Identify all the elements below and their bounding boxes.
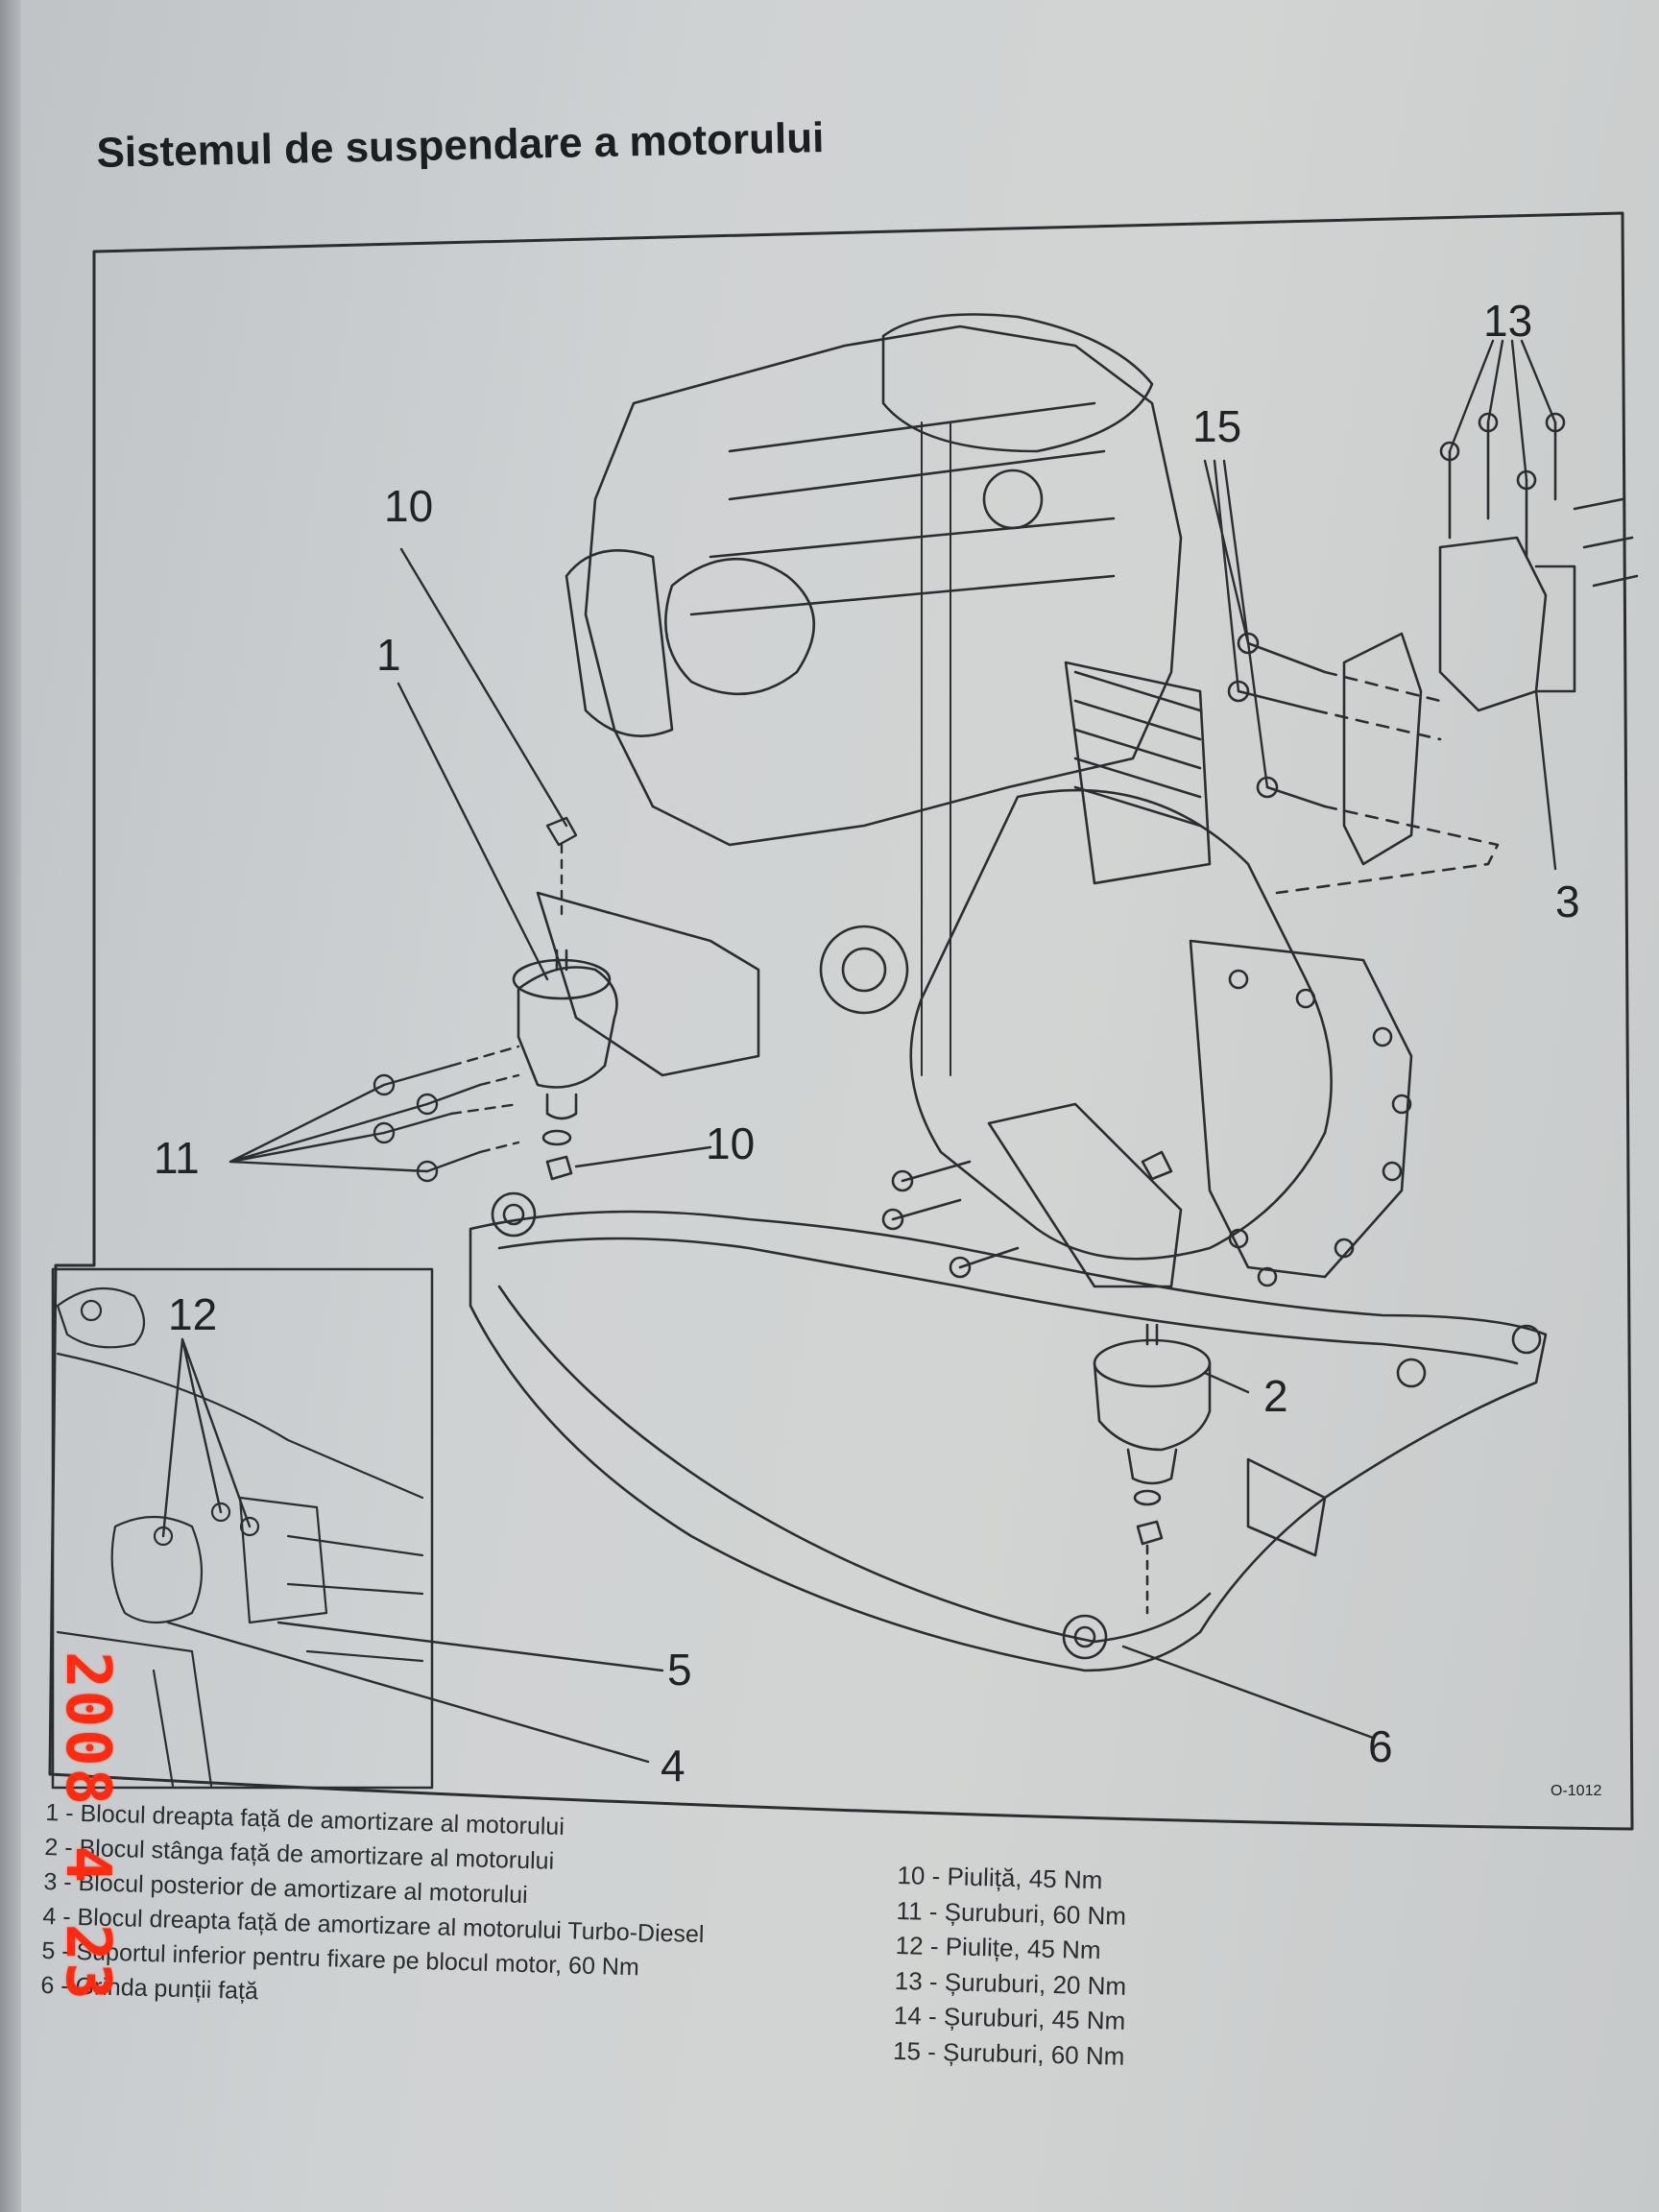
mount-1-drawing: [512, 891, 760, 1181]
mount-2-drawing: [881, 1102, 1212, 1615]
callout-15: 15: [1192, 401, 1241, 451]
camera-date-stamp: 2008 4 23: [52, 1651, 123, 2002]
nut-10-upper-drawing: [545, 816, 578, 924]
leader-lines: [161, 339, 1557, 1764]
inset-drawing: [56, 1286, 424, 1788]
legend-item-4-extra: Turbo-Diesel: [566, 1917, 705, 1949]
callout-10-upper: 10: [384, 481, 433, 531]
callout-3: 3: [1555, 877, 1580, 926]
figure-frame: [48, 211, 1634, 1831]
engine-block-drawing: [565, 313, 1413, 1287]
callout-4: 4: [661, 1741, 685, 1791]
callout-13: 13: [1483, 296, 1532, 346]
page-gutter: [0, 0, 21, 2212]
callout-1: 1: [376, 630, 401, 680]
inset-frame: [51, 1267, 434, 1790]
callout-11: 11: [154, 1133, 200, 1183]
callout-5: 5: [667, 1645, 692, 1695]
callout-12: 12: [168, 1289, 217, 1339]
callout-2: 2: [1263, 1371, 1288, 1421]
mount-3-drawing: [1227, 412, 1639, 895]
legend-right: 10 - Piuliță, 45 Nm 11 - Șuruburi, 60 Nm…: [893, 1858, 1397, 2080]
callout-6: 6: [1368, 1721, 1393, 1771]
callout-10-lower: 10: [706, 1118, 755, 1168]
legend-left: 1 - Blocul dreapta față de amortizare al…: [40, 1795, 853, 2025]
figure-code: O-1012: [1551, 1783, 1601, 1799]
front-subframe-drawing: [469, 1191, 1548, 1672]
